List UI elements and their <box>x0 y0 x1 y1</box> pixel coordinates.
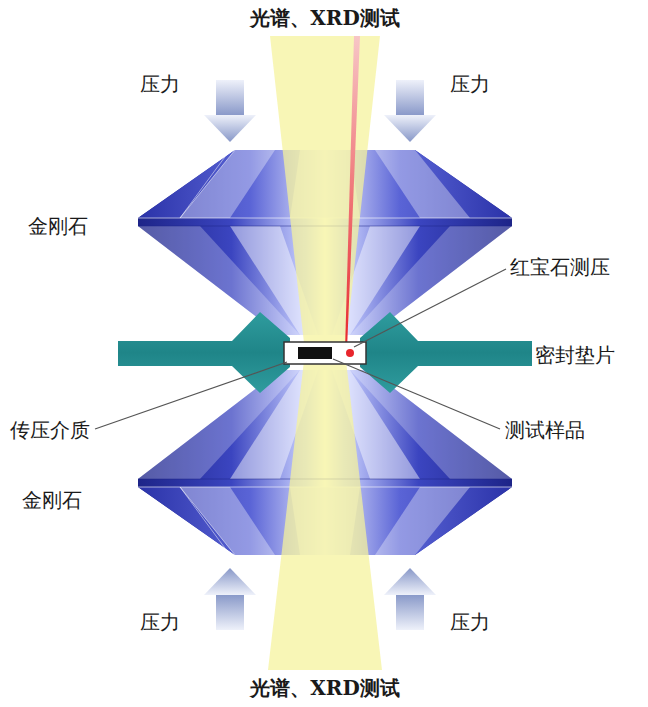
leader-line <box>95 269 506 429</box>
part-label: 金刚石 <box>28 214 88 238</box>
part-label: 传压介质 <box>10 418 90 442</box>
part-label: 密封垫片 <box>535 343 615 367</box>
part-label: 红宝石测压 <box>510 255 610 279</box>
part-label: 压力 <box>140 72 180 96</box>
figure-title: 光谱、XRD测试 <box>250 6 399 30</box>
sample <box>298 347 332 359</box>
laser-beam <box>345 36 360 350</box>
part-label: 压力 <box>140 610 180 634</box>
gasket <box>118 312 290 393</box>
figure-title: 光谱、XRD测试 <box>250 676 399 700</box>
part-label: 压力 <box>450 72 490 96</box>
xray-beam <box>268 36 382 670</box>
part-label: 金刚石 <box>22 488 82 512</box>
pressure-medium <box>284 342 366 364</box>
part-label: 压力 <box>450 610 490 634</box>
part-label: 测试样品 <box>505 418 585 442</box>
ruby <box>346 349 354 357</box>
